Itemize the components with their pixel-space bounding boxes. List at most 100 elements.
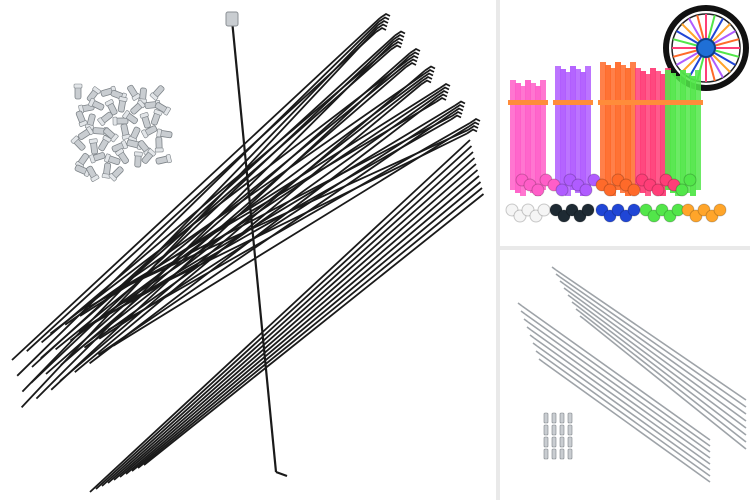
spoke-cover-tube [685, 73, 691, 193]
black-spoke [88, 101, 437, 308]
black-spoke [95, 145, 473, 490]
spoke-cover-end [713, 203, 727, 217]
spoke-cover-end [651, 183, 665, 197]
black-spoke [137, 187, 483, 469]
spoke-bend [422, 72, 434, 79]
spoke-bend [424, 65, 436, 72]
black-spoke [26, 31, 377, 352]
spoke-cover-tube [540, 80, 546, 190]
spoke-cover-tube [605, 65, 611, 193]
spoke-nipple [108, 166, 124, 182]
top-right-product-photo [500, 0, 750, 246]
spoke-nipple [75, 110, 88, 127]
black-spoke [79, 87, 441, 317]
spoke-bend [421, 75, 433, 82]
spoke-cover-end [579, 183, 593, 197]
black-spoke [60, 66, 407, 366]
spoke-bend [437, 89, 449, 96]
spoke-bend [454, 100, 466, 107]
black-spoke [40, 48, 392, 359]
spoke-cover-tube [575, 69, 581, 193]
black-spoke [143, 193, 485, 466]
spoke-bend [438, 86, 450, 93]
spoke-cover-tube [600, 62, 606, 190]
bottom-right-product-photo [500, 250, 750, 500]
black-spoke-bundle [11, 12, 485, 493]
black-spokes-illustration [11, 11, 485, 493]
spoke-nipple [543, 436, 549, 448]
black-spoke [16, 20, 380, 377]
black-spoke [49, 59, 409, 335]
spoke-cover-tube [555, 66, 561, 190]
black-spoke [45, 52, 411, 375]
main-product-photo [0, 0, 496, 500]
spoke-nipple [559, 448, 565, 460]
spoke-nipple [559, 436, 565, 448]
spoke-nipple [567, 448, 573, 460]
spoke-cover-tube [530, 83, 536, 193]
spoke-nipple [112, 116, 129, 126]
spoke-cover-tube [615, 62, 621, 190]
spoke-cover-tube [510, 80, 516, 190]
black-spoke [125, 175, 480, 475]
spoke-bend [393, 33, 405, 40]
spoke-nipple [70, 135, 86, 151]
spoke-nipple [551, 424, 557, 436]
silver-spoke [542, 361, 711, 483]
spoke-bend [378, 16, 390, 23]
spoke-nipple [111, 140, 128, 153]
spoke-cover-tube [625, 68, 631, 196]
spoke-nipple [551, 412, 557, 424]
silver-spoke [555, 269, 747, 401]
black-spoke [119, 169, 479, 478]
spoke-bend [468, 121, 480, 128]
silver-spoke [536, 345, 711, 471]
spoke-bend [453, 103, 465, 110]
silver-spoke [579, 311, 747, 443]
spoke-bend [406, 58, 418, 65]
spoke-cover-tube [635, 68, 641, 190]
spoke-cover-tube [660, 74, 666, 196]
spoke-bend [452, 107, 464, 114]
silver-spokes-illustration [517, 266, 747, 483]
spoke-nipple [543, 412, 549, 424]
silver-spoke [563, 283, 747, 415]
silver-spoke [583, 318, 747, 450]
black-spoke [64, 73, 425, 326]
spoke-cover-tube [515, 83, 521, 193]
black-spoke [118, 129, 469, 291]
spoke-covers-illustration [505, 5, 749, 223]
silver-spoke [559, 276, 747, 408]
spoke-bend [420, 79, 432, 86]
spoke-cover-tube [620, 65, 626, 193]
black-spoke [55, 62, 408, 351]
spoke-cover-tube [535, 86, 541, 196]
spoke-nipple [551, 448, 557, 460]
spoke-cover-end [683, 173, 697, 187]
spoke-cover-tube [695, 70, 701, 190]
spoke-nipple [130, 99, 146, 115]
spoke-nipple [156, 128, 173, 139]
silver-spoke-set [517, 266, 747, 483]
spoke-nipple [86, 86, 101, 102]
spoke-bend [377, 19, 389, 26]
spoke-cover-end [581, 203, 595, 217]
spoke-nipple [115, 148, 130, 165]
spoke-nipple [98, 135, 112, 152]
spoke-bend [391, 40, 403, 47]
spoke-cover-end [537, 203, 551, 217]
black-spoke [117, 132, 468, 307]
spoke-bend [405, 61, 417, 68]
black-spoke [78, 90, 440, 333]
spoke-bend [375, 26, 387, 33]
spoke-nipple [127, 84, 141, 101]
wheel-icon [663, 5, 749, 91]
spoke-cover-tube [665, 70, 671, 190]
silver-spoke [527, 321, 711, 453]
silver-spoke [521, 305, 711, 441]
spoke-nipple [567, 412, 573, 424]
spoke-nipple [101, 162, 112, 179]
single-black-spoke [225, 11, 288, 478]
spoke-nipple [117, 96, 128, 113]
spoke-cover-tube [670, 73, 676, 193]
